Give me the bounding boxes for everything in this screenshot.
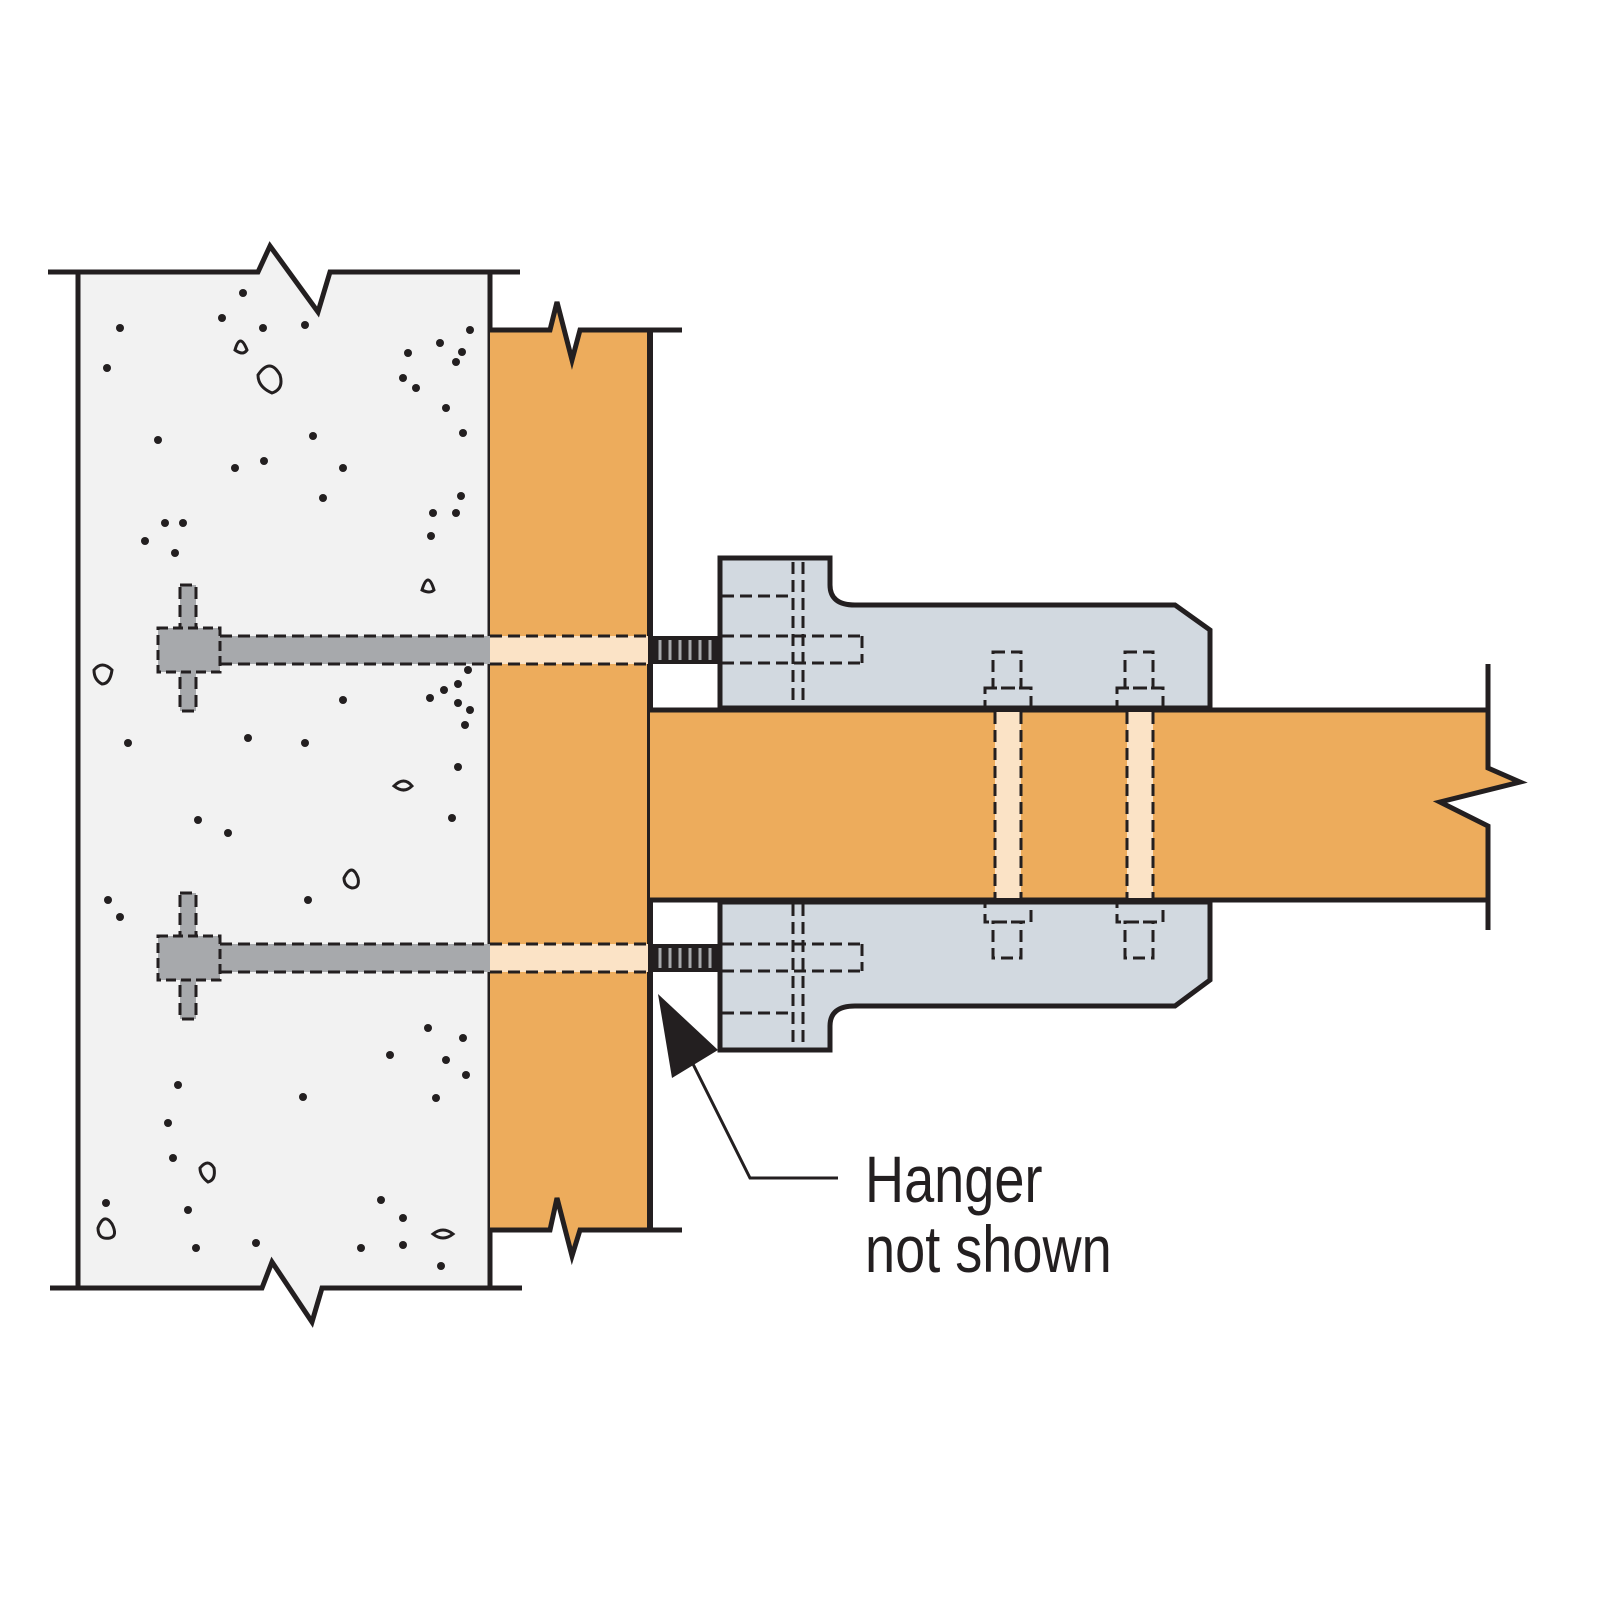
callout-label-line2: not shown	[865, 1212, 1112, 1286]
beam-through-bolts	[993, 712, 1155, 898]
lower-bracket	[717, 899, 1213, 1053]
aggregate-dots	[102, 289, 474, 1270]
wood-ledger	[490, 301, 682, 1266]
concrete-wall	[48, 241, 522, 1328]
callout-leader	[658, 994, 838, 1180]
aggregate-stones	[92, 339, 456, 1240]
callout-label-line1: Hanger	[865, 1142, 1042, 1216]
upper-bracket	[717, 555, 1213, 711]
anchor-bolt-lower	[156, 891, 718, 1021]
anchor-bolt-upper	[156, 583, 718, 713]
